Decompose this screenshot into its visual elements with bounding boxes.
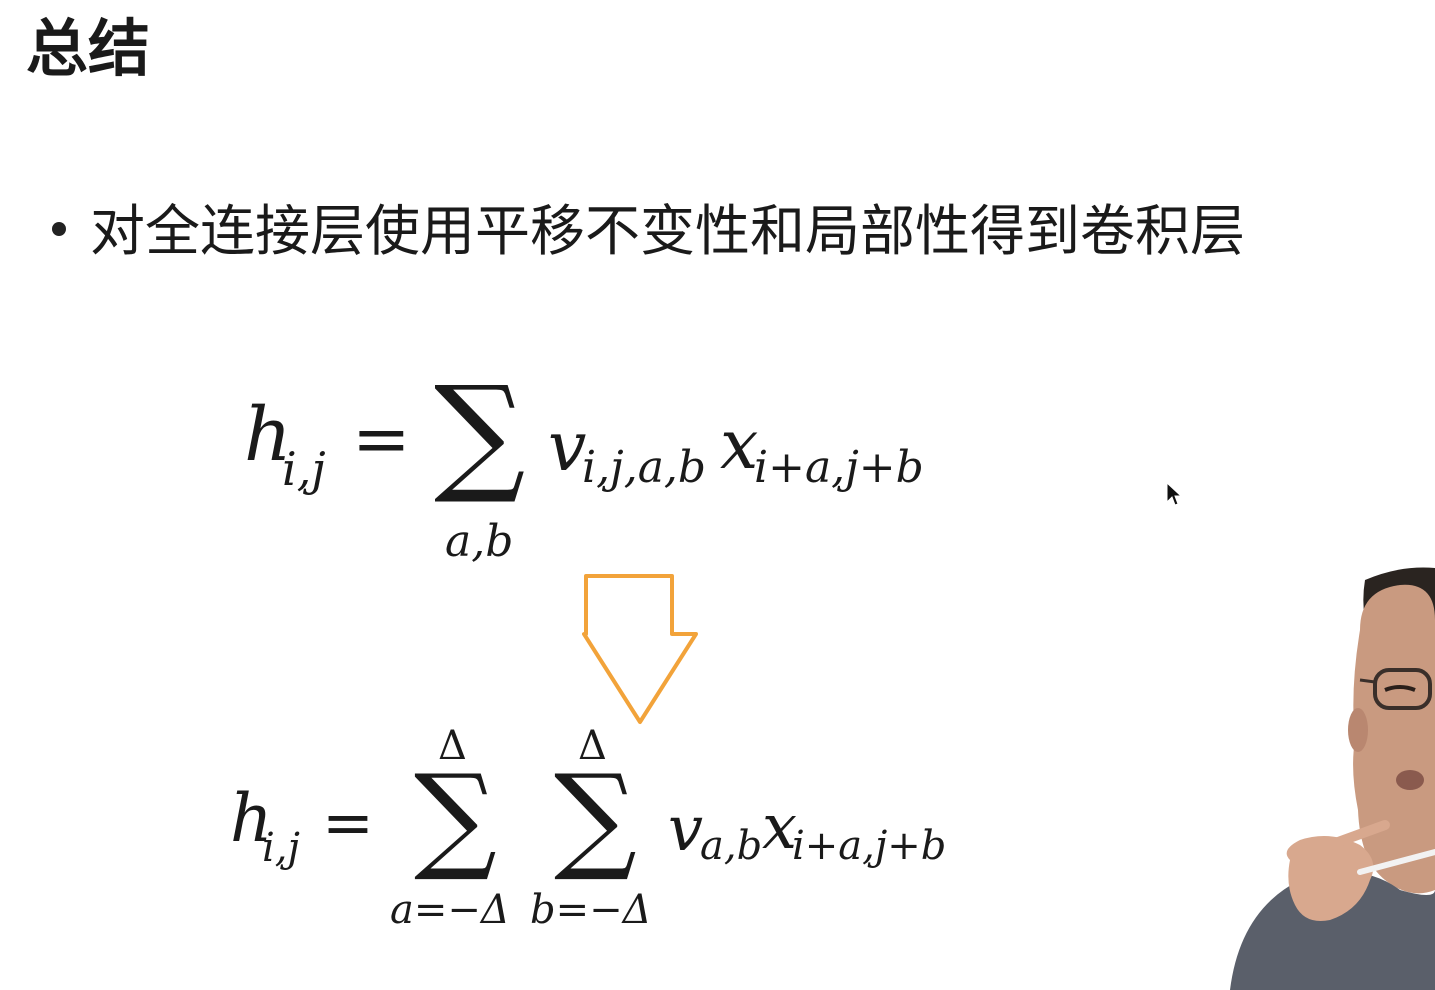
eq2-term-v-subscript: a,b — [700, 823, 763, 869]
eq2-term-v: v — [668, 792, 704, 865]
eq2-sigma-2-upper: Δ — [578, 723, 607, 769]
eq1-term-x: x — [720, 406, 759, 485]
eq1-term-v-subscript: i,j,a,b — [582, 442, 707, 493]
eq1-lhs-subscript: i,j — [282, 442, 326, 496]
eq2-sigma-1-upper: Δ — [438, 723, 467, 769]
eq2-sigma-1: ∑ — [414, 750, 497, 885]
eq1-lhs: h — [244, 392, 292, 478]
presenter-video-thumbnail — [1230, 567, 1435, 990]
mouse-pointer-icon — [1166, 482, 1182, 506]
eq1-term-x-subscript: i+a,j+b — [754, 442, 924, 493]
eq2-term-x-subscript: i+a,j+b — [792, 823, 947, 869]
eq2-lhs: h — [230, 780, 273, 857]
bullet-text: 对全连接层使用平移不变性和局部性得到卷积层 — [90, 199, 1246, 263]
eq1-equals: = — [352, 398, 411, 480]
eq2-term-x: x — [762, 790, 797, 863]
bullet-dot-icon — [52, 221, 66, 236]
slide-title: 总结 — [26, 12, 151, 85]
bullet-item: 对全连接层使用平移不变性和局部性得到卷积层 — [52, 199, 1246, 263]
eq2-sigma-2-lower: b=−Δ — [530, 887, 652, 933]
eq1-sigma-under: a,b — [445, 516, 514, 567]
eq2-equals: = — [322, 786, 374, 859]
eq1-term-v: v — [548, 408, 587, 487]
eq1-sigma: ∑ — [434, 359, 526, 508]
down-arrow-icon — [582, 574, 698, 724]
eq2-sigma-1-lower: a=−Δ — [390, 887, 510, 933]
eq2-sigma-2: ∑ — [554, 750, 637, 885]
eq2-lhs-subscript: i,j — [262, 825, 300, 871]
